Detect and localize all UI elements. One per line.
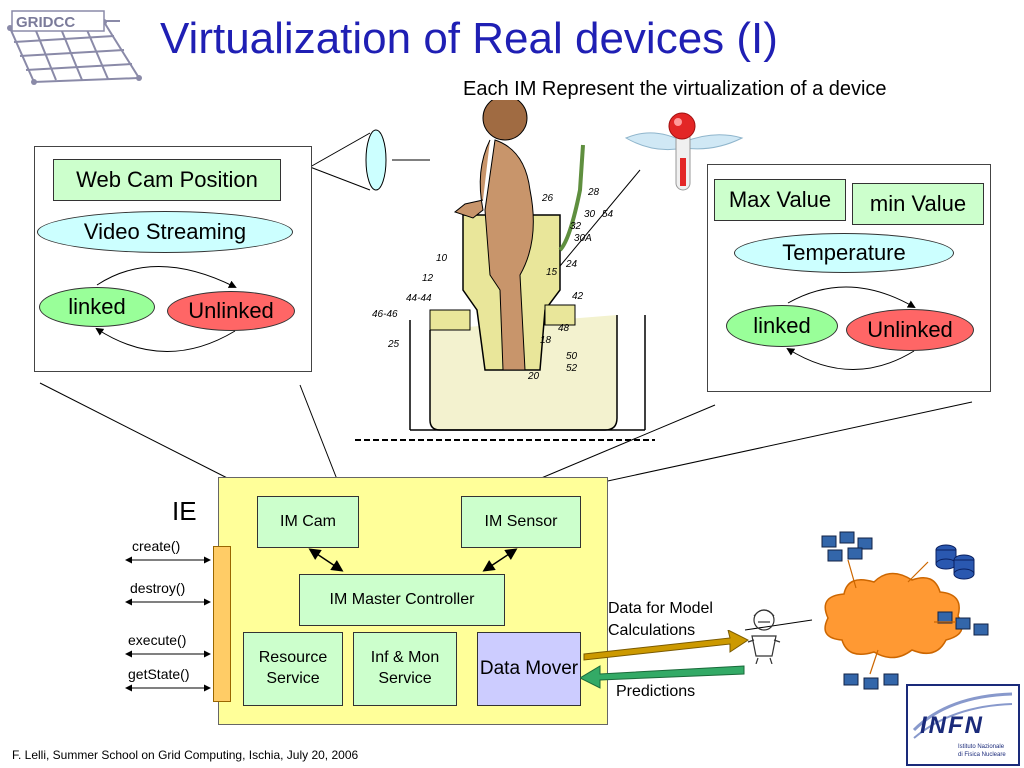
instrument-element: IM Cam IM Sensor IM Master Controller Re… (218, 477, 608, 725)
data-mover-box[interactable]: Data Mover (477, 632, 581, 706)
data-for-model-label: Data for Model Calculations (608, 600, 713, 640)
infn-logo-text: INFN (920, 712, 984, 739)
right-panel-link-line (519, 404, 716, 488)
label-26: 26 (542, 193, 554, 204)
im-sensor-box[interactable]: IM Sensor (461, 496, 581, 548)
im-master-controller-box[interactable]: IM Master Controller (299, 574, 505, 626)
data-flow-arrows (580, 630, 749, 689)
label-10: 10 (436, 253, 448, 264)
label-32: 32 (570, 221, 582, 232)
gridcc-logo: GRIDCC (4, 8, 144, 86)
destroy-operation[interactable]: destroy() (130, 580, 186, 596)
webcam-panel: Web Cam Position Video Streaming linked … (34, 146, 312, 372)
infn-logo: INFN Istituto Nazionale di Fisica Nuclea… (906, 684, 1020, 766)
label-20: 20 (528, 371, 540, 382)
label-28: 28 (588, 187, 600, 198)
sensor-master-arrow (482, 548, 518, 572)
gridcc-grid-icon (7, 10, 142, 85)
resource-service-box[interactable]: Resource Service (243, 632, 343, 706)
infn-subtitle-1: Istituto Nazionale (958, 744, 1005, 750)
video-streaming-state[interactable]: Video Streaming (37, 211, 293, 253)
link-transition-arrow (96, 266, 237, 288)
inf-mon-service-box[interactable]: Inf & Mon Service (353, 632, 457, 706)
cam-master-arrow (308, 548, 344, 572)
label-42: 42 (572, 291, 584, 302)
operation-arrows (125, 556, 211, 692)
temperature-state[interactable]: Temperature (734, 233, 954, 273)
label-30a: 30A (574, 233, 592, 244)
label-54: 54 (602, 209, 614, 220)
device-illustration (355, 100, 655, 441)
left-panel-link-line-2 (299, 384, 341, 488)
right-panel-link-line-2 (579, 401, 973, 488)
label-46-46: 46-46 (372, 309, 398, 320)
sensor-panel: Max Value min Value Temperature linked U… (707, 164, 991, 392)
execute-operation[interactable]: execute() (128, 632, 187, 648)
computer-cluster-icon (821, 531, 989, 690)
unlinked-state[interactable]: Unlinked (846, 309, 974, 351)
camera-view-line-bottom (309, 166, 371, 191)
linked-state[interactable]: linked (726, 305, 838, 347)
getstate-operation[interactable]: getState() (128, 666, 190, 682)
ie-label: IE (172, 496, 197, 526)
infn-subtitle-2: di Fisica Nucleare (958, 752, 1006, 758)
label-25: 25 (388, 339, 400, 350)
left-panel-link-line (39, 382, 246, 488)
footer-citation: F. Lelli, Summer School on Grid Computin… (12, 748, 359, 762)
ie-interface-bar[interactable] (213, 546, 231, 702)
im-cam-box[interactable]: IM Cam (257, 496, 359, 548)
slide-title: Virtualization of Real devices (I) (160, 14, 778, 63)
unlinked-state[interactable]: Unlinked (167, 291, 295, 331)
illustration-labels: 26 28 30 54 32 30A 10 12 15 24 44-44 46-… (360, 185, 613, 385)
camera-lens-icon (365, 129, 387, 191)
label-50: 50 (566, 351, 578, 362)
gridcc-logo-text: GRIDCC (16, 14, 76, 31)
label-44-44: 44-44 (406, 293, 432, 304)
label-24: 24 (566, 259, 578, 270)
data-for-model-arrow (583, 630, 749, 661)
label-48: 48 (558, 323, 570, 334)
ie-internal-arrows (308, 548, 518, 572)
right-state-arrows (786, 286, 916, 370)
network-link-line (744, 619, 813, 631)
max-value-box[interactable]: Max Value (714, 179, 846, 221)
infn-logo-graphic (912, 692, 1013, 739)
predictions-label: Predictions (616, 683, 696, 700)
create-operation[interactable]: create() (132, 538, 181, 554)
min-value-box[interactable]: min Value (852, 183, 984, 225)
unlink-transition-arrow (95, 327, 236, 352)
left-state-arrows (95, 266, 237, 352)
link-transition-arrow (787, 286, 916, 308)
label-15: 15 (546, 267, 558, 278)
slide-subtitle: Each IM Represent the virtualization of … (463, 78, 887, 100)
webcam-position-box[interactable]: Web Cam Position (53, 159, 281, 201)
camera-view-line-top (309, 132, 371, 168)
label-52: 52 (566, 363, 578, 374)
predictions-arrow (580, 665, 745, 689)
grid-network-icon (821, 531, 989, 690)
label-30: 30 (584, 209, 596, 220)
unlink-transition-arrow (786, 347, 915, 370)
network-cloud-icon (824, 572, 963, 659)
database-icon (935, 544, 975, 580)
label-18: 18 (540, 335, 552, 346)
linked-state[interactable]: linked (39, 287, 155, 327)
label-12: 12 (422, 273, 434, 284)
thermometer-icon (624, 112, 744, 191)
model-calculation-icon (747, 609, 781, 664)
